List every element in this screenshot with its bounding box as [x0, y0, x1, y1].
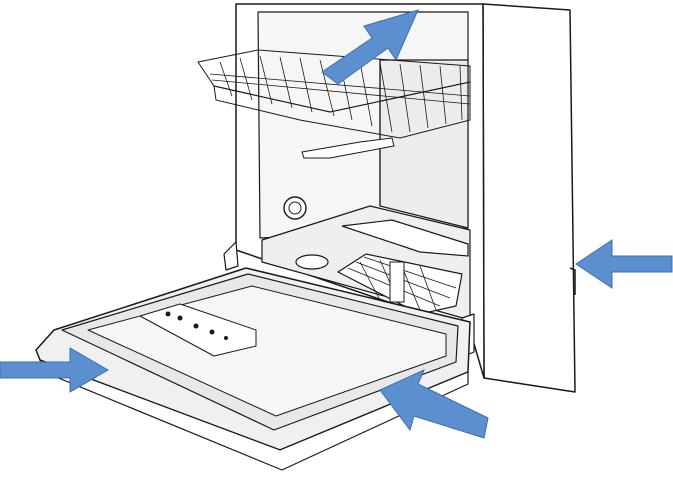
direction-arrows — [0, 9, 673, 439]
detergent-dispenser — [139, 303, 257, 357]
dishwasher-door — [35, 241, 475, 471]
drain-cap — [295, 254, 329, 270]
upper-spray-arm — [301, 137, 395, 159]
upper-rack-bottom — [213, 81, 471, 139]
cabinet-side-edge — [569, 267, 576, 295]
cabinet-right-side — [482, 3, 576, 393]
salt-filler-cap — [283, 196, 307, 220]
lower-tray — [341, 219, 469, 257]
dispenser-buttons — [165, 311, 228, 340]
door-hinge-left — [223, 241, 239, 271]
arrow-right-icon — [0, 347, 109, 393]
arrow-left-icon — [575, 239, 673, 289]
arrow-up-right-icon — [321, 9, 419, 85]
filter-cylinder — [389, 261, 405, 303]
arrow-up-left-icon — [379, 369, 489, 439]
